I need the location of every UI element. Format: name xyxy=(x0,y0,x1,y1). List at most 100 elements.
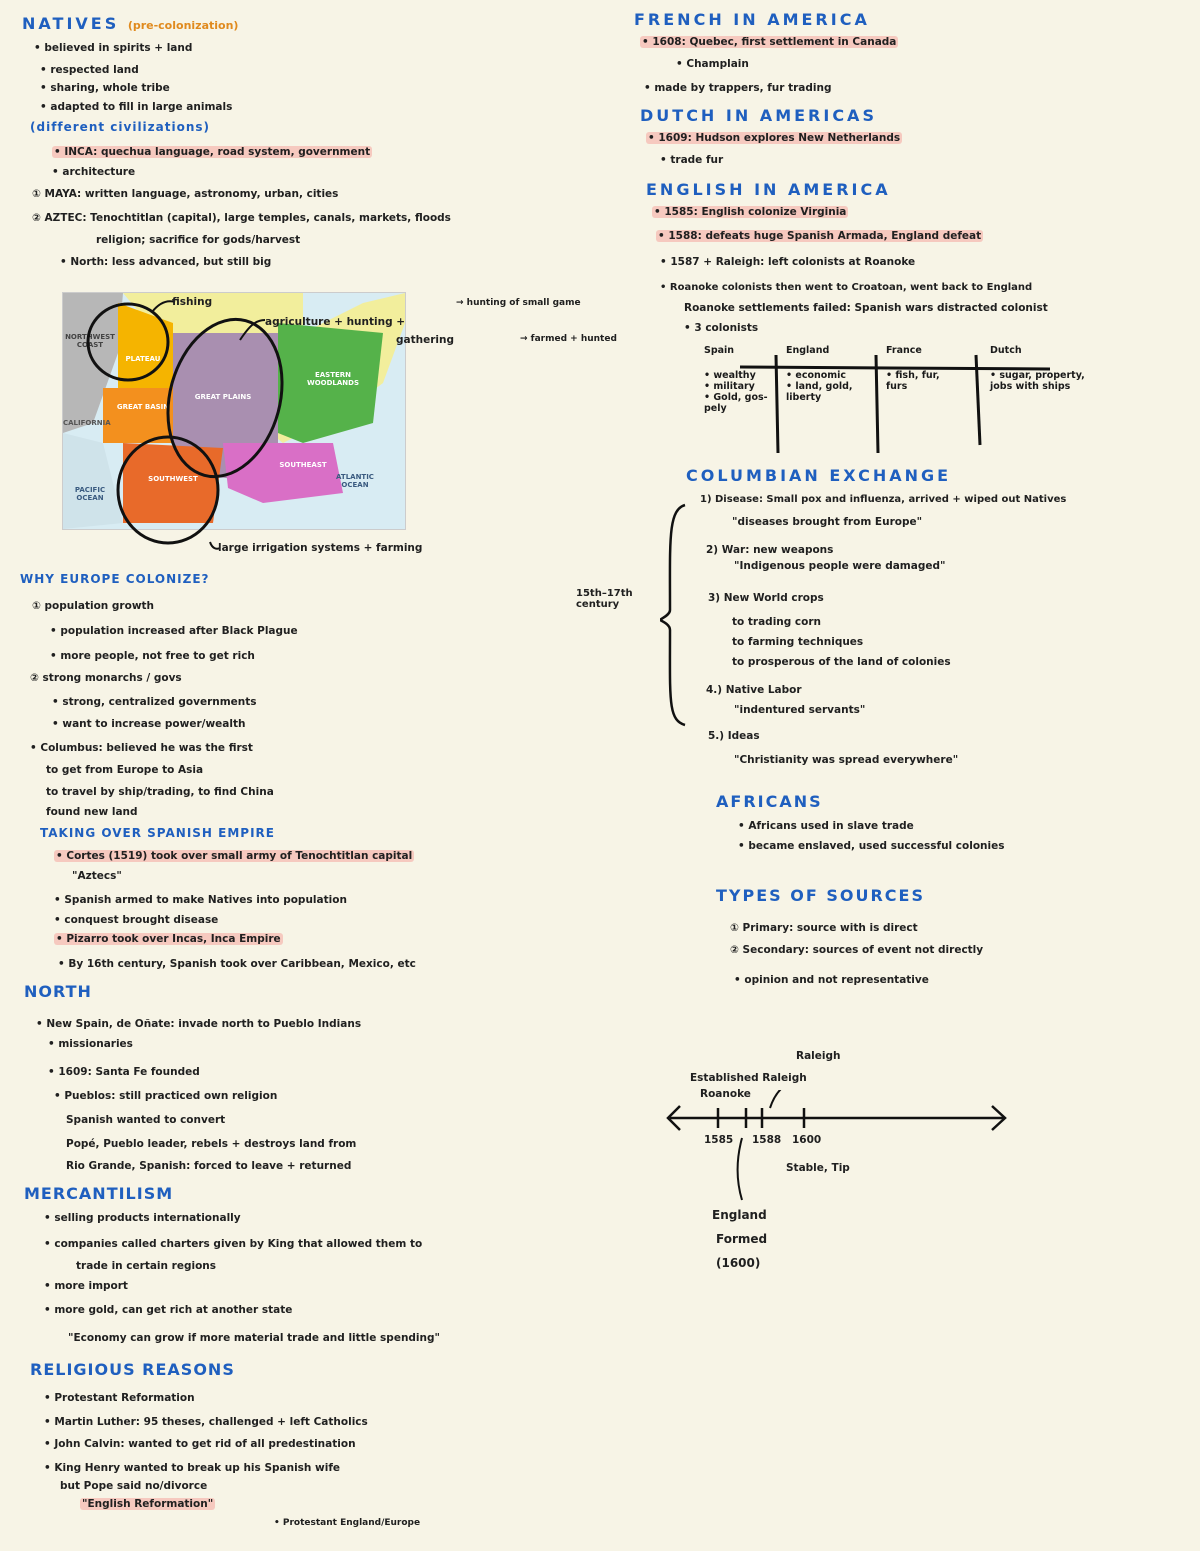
why-line: to get from Europe to Asia xyxy=(46,764,204,776)
natives-heading: NATIVES (pre-colonization) xyxy=(22,14,239,33)
merc-line: • selling products internationally xyxy=(44,1212,241,1224)
timeline-right-2: Stable, Tip xyxy=(786,1162,850,1174)
north-line: Rio Grande, Spanish: forced to leave + r… xyxy=(66,1160,352,1172)
colonizer-comparison-table: Spain • wealthy • military • Gold, gos- … xyxy=(700,345,1085,453)
columbian-line: 2) War: new weapons xyxy=(706,544,834,556)
map-label: GREAT BASIN xyxy=(116,403,170,411)
irrigation-label: large irrigation systems + farming xyxy=(218,542,423,554)
fishing-label: fishing xyxy=(172,296,213,308)
native-regions-map: NORTHWEST COAST PLATEAU GREAT BASIN GREA… xyxy=(62,292,406,530)
dutch-line: • trade fur xyxy=(660,154,724,166)
merc-line: • more gold, can get rich at another sta… xyxy=(44,1304,293,1316)
timeline xyxy=(666,1090,1007,1201)
columbian-line: 3) New World crops xyxy=(708,592,824,604)
spanish-line: • Spanish armed to make Natives into pop… xyxy=(54,894,347,906)
map-label: EASTERN WOODLANDS xyxy=(306,371,360,387)
why-line: • strong, centralized governments xyxy=(52,696,257,708)
table-header: Spain xyxy=(704,345,735,356)
natives-subtitle: (pre-colonization) xyxy=(127,19,239,32)
merc-line: • more import xyxy=(44,1280,128,1292)
bracket-label: 15th–17th century xyxy=(576,588,633,610)
map-label: SOUTHEAST xyxy=(279,461,327,469)
columbian-line: "Christianity was spread everywhere" xyxy=(734,754,959,766)
why-line: • population increased after Black Plagu… xyxy=(50,625,298,637)
table-header: France xyxy=(886,345,922,356)
columbian-line: "Indigenous people were damaged" xyxy=(734,560,946,572)
merc-line: "Economy can grow if more material trade… xyxy=(68,1332,440,1344)
english-line: • 3 colonists xyxy=(684,322,759,334)
north-line: • missionaries xyxy=(48,1038,133,1050)
table-col-spain: Spain • wealthy • military • Gold, gos- … xyxy=(704,345,776,453)
dutch-line: • 1609: Hudson explores New Netherlands xyxy=(646,132,903,144)
columbian-line: "diseases brought from Europe" xyxy=(732,516,923,528)
natives-line: • sharing, whole tribe xyxy=(40,82,170,94)
columbian-line: "indentured servants" xyxy=(734,704,866,716)
table-col-dutch: Dutch • sugar, property, jobs with ships xyxy=(990,345,1090,453)
map-label: PLATEAU xyxy=(125,355,161,363)
french-line: • Champlain xyxy=(676,58,749,70)
bracket xyxy=(660,503,686,727)
maya-line: ① MAYA: written language, astronomy, urb… xyxy=(32,188,339,200)
table-col-france: France • fish, fur, furs xyxy=(886,345,976,453)
map-label: PACIFIC OCEAN xyxy=(74,486,106,502)
why-line: found new land xyxy=(46,806,138,818)
table-cell: • economic xyxy=(786,370,847,381)
civ-heading: (different civilizations) xyxy=(30,120,211,134)
merc-line: trade in certain regions xyxy=(76,1260,217,1272)
relig-line: • Protestant Reformation xyxy=(44,1392,195,1404)
relig-line: but Pope said no/divorce xyxy=(60,1480,208,1492)
aztec-line: ② AZTEC: Tenochtitlan (capital), large t… xyxy=(32,212,451,224)
table-lines xyxy=(739,354,1051,453)
sources-line: • opinion and not representative xyxy=(734,974,929,986)
why-line: to travel by ship/trading, to find China xyxy=(46,786,274,798)
merc-line: • companies called charters given by Kin… xyxy=(44,1238,423,1250)
map-label: ATLANTIC OCEAN xyxy=(336,473,374,489)
why-line: • Columbus: believed he was the first xyxy=(30,742,253,754)
english-line: Roanoke settlements failed: Spanish wars… xyxy=(684,302,1048,314)
spanish-heading: TAKING OVER SPANISH EMPIRE xyxy=(40,826,275,840)
map-label: NORTHWEST COAST xyxy=(65,333,115,349)
columbian-line: 4.) Native Labor xyxy=(706,684,802,696)
table-cell: • sugar, property, xyxy=(990,370,1085,381)
map-label: SOUTHWEST xyxy=(148,475,198,483)
columbian-line: 1) Disease: Small pox and influenza, arr… xyxy=(700,494,1067,505)
timeline-lower: England xyxy=(712,1208,767,1222)
table-cell: pely xyxy=(704,403,727,414)
english-heading: ENGLISH IN AMERICA xyxy=(646,180,891,199)
why-line: ① population growth xyxy=(32,600,155,612)
spanish-line: • Pizarro took over Incas, Inca Empire xyxy=(54,933,283,945)
why-line: • want to increase power/wealth xyxy=(52,718,246,730)
inca-line-2: • architecture xyxy=(52,166,136,178)
spanish-line: • conquest brought disease xyxy=(54,914,219,926)
why-heading: WHY EUROPE COLONIZE? xyxy=(20,572,210,586)
timeline-right: Raleigh xyxy=(796,1050,841,1062)
table-cell: • Gold, gos- xyxy=(704,392,768,403)
sources-heading: TYPES OF SOURCES xyxy=(716,886,925,905)
relig-line: • Protestant England/Europe xyxy=(274,1518,421,1528)
timeline-upper-2: Roanoke xyxy=(700,1088,751,1100)
north-line: • Pueblos: still practiced own religion xyxy=(54,1090,278,1102)
table-cell: liberty xyxy=(786,392,822,403)
inca-line: • INCA: quechua language, road system, g… xyxy=(52,146,373,158)
english-line: • Roanoke colonists then went to Croatoa… xyxy=(660,282,1033,293)
spanish-line: "Aztecs" xyxy=(72,870,122,882)
north-line: • 1609: Santa Fe founded xyxy=(48,1066,200,1078)
relig-line: "English Reformation" xyxy=(80,1498,216,1510)
columbian-line: to prosperous of the land of colonies xyxy=(732,656,951,668)
relig-line: • King Henry wanted to break up his Span… xyxy=(44,1462,341,1474)
french-line: • 1608: Quebec, first settlement in Cana… xyxy=(640,36,899,48)
columbian-heading: COLUMBIAN EXCHANGE xyxy=(686,466,952,485)
aztec-line-3: • North: less advanced, but still big xyxy=(60,256,272,268)
religious-heading: RELIGIOUS REASONS xyxy=(30,1360,235,1379)
table-cell: • military xyxy=(704,381,755,392)
natives-line: • believed in spirits + land xyxy=(34,42,193,54)
relig-line: • Martin Luther: 95 theses, challenged +… xyxy=(44,1416,368,1428)
why-line: • more people, not free to get rich xyxy=(50,650,255,662)
timeline-lower-3: (1600) xyxy=(716,1256,761,1270)
columbian-line: 5.) Ideas xyxy=(708,730,760,742)
dutch-heading: DUTCH IN AMERICAS xyxy=(640,106,877,125)
table-col-england: England • economic • land, gold, liberty xyxy=(786,345,876,453)
table-cell: • wealthy xyxy=(704,370,756,381)
timeline-upper: Established Raleigh xyxy=(690,1072,807,1084)
north-heading: NORTH xyxy=(24,982,92,1001)
